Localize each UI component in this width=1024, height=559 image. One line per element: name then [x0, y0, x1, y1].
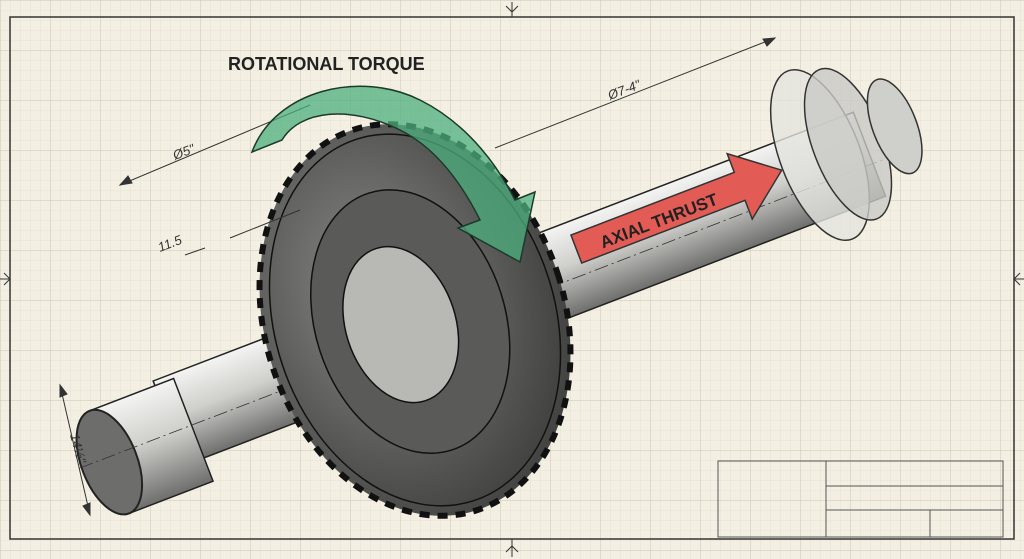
torque-arrow [250, 85, 537, 264]
rotational-torque-label: ROTATIONAL TORQUE [228, 54, 425, 74]
title-block [717, 460, 1004, 538]
bearing [769, 67, 923, 241]
dimension-lines [59, 37, 777, 517]
